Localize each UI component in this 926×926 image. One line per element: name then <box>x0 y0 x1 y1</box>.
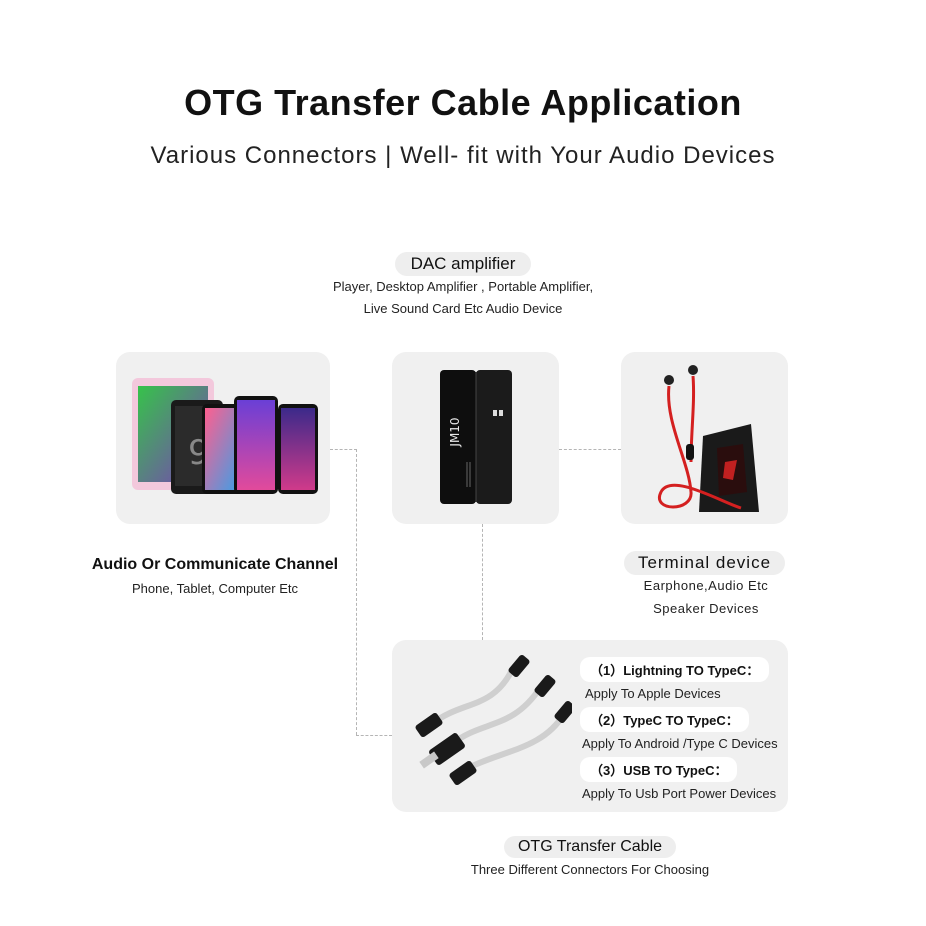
source-devices-card: 9 <box>116 352 330 524</box>
connector-line <box>330 449 357 450</box>
dac-label: DAC amplifier <box>394 252 532 276</box>
cable-option-desc: Apply To Apple Devices <box>585 686 721 701</box>
page-subtitle: Various Connectors | Well- fit with Your… <box>150 142 776 169</box>
terminal-desc-line1: Earphone,Audio Etc <box>643 578 769 593</box>
dac-amplifier-image: JM10 <box>440 370 512 504</box>
source-label: Audio Or Communicate Channel <box>91 556 339 573</box>
cable-option-3: （3）USB TO TypeC： <box>580 757 738 782</box>
cable-option-title: （3）USB TO TypeC： <box>580 757 738 782</box>
otg-cables-image <box>415 654 572 786</box>
terminal-label-wrap: Terminal device <box>621 551 788 575</box>
connector-line <box>356 449 357 735</box>
cable-option-2: （2）TypeC TO TypeC： <box>580 707 749 732</box>
source-desc: Phone, Tablet, Computer Etc <box>132 581 298 596</box>
dac-brand: JM10 <box>448 417 462 447</box>
cable-option-1: （1）Lightning TO TypeC： <box>580 657 770 682</box>
terminal-devices-card <box>621 352 788 524</box>
cable-option-desc: Apply To Android /Type C Devices <box>582 736 778 751</box>
dac-label-wrap: DAC amplifier <box>0 252 926 276</box>
otg-desc: Three Different Connectors For Choosing <box>470 862 710 877</box>
connector-line <box>482 524 483 640</box>
otg-label-wrap: OTG Transfer Cable <box>392 836 788 858</box>
terminal-label: Terminal device <box>623 551 786 575</box>
dac-amplifier-card: JM10 <box>392 352 559 524</box>
terminal-desc-line2: Speaker Devices <box>653 601 759 616</box>
dac-desc-line1: Player, Desktop Amplifier , Portable Amp… <box>332 279 594 294</box>
cable-option-title: （1）Lightning TO TypeC： <box>580 657 770 682</box>
cable-option-desc: Apply To Usb Port Power Devices <box>582 786 777 801</box>
page-title: OTG Transfer Cable Application <box>184 82 742 123</box>
earphone-speaker-image <box>658 365 759 512</box>
connector-line <box>559 449 621 450</box>
otg-label: OTG Transfer Cable <box>503 836 677 858</box>
dac-desc-line2: Live Sound Card Etc Audio Device <box>363 301 563 316</box>
phones-tablet-image: 9 <box>132 378 318 494</box>
cable-option-title: （2）TypeC TO TypeC： <box>580 707 749 732</box>
connector-line <box>356 735 392 736</box>
